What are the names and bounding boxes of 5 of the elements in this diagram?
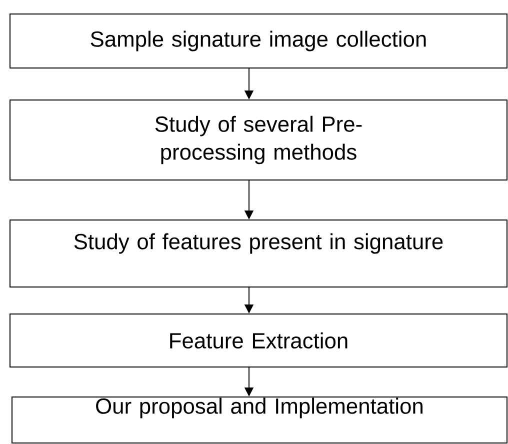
- process-box: Sample signature image collection: [10, 14, 508, 68]
- process-box: Study of features present in signature: [10, 220, 508, 288]
- process-box: Feature Extraction: [10, 314, 508, 368]
- process-box: Our proposal and Implementation: [12, 396, 508, 444]
- process-box: Study of several Pre-processing methods: [10, 100, 508, 180]
